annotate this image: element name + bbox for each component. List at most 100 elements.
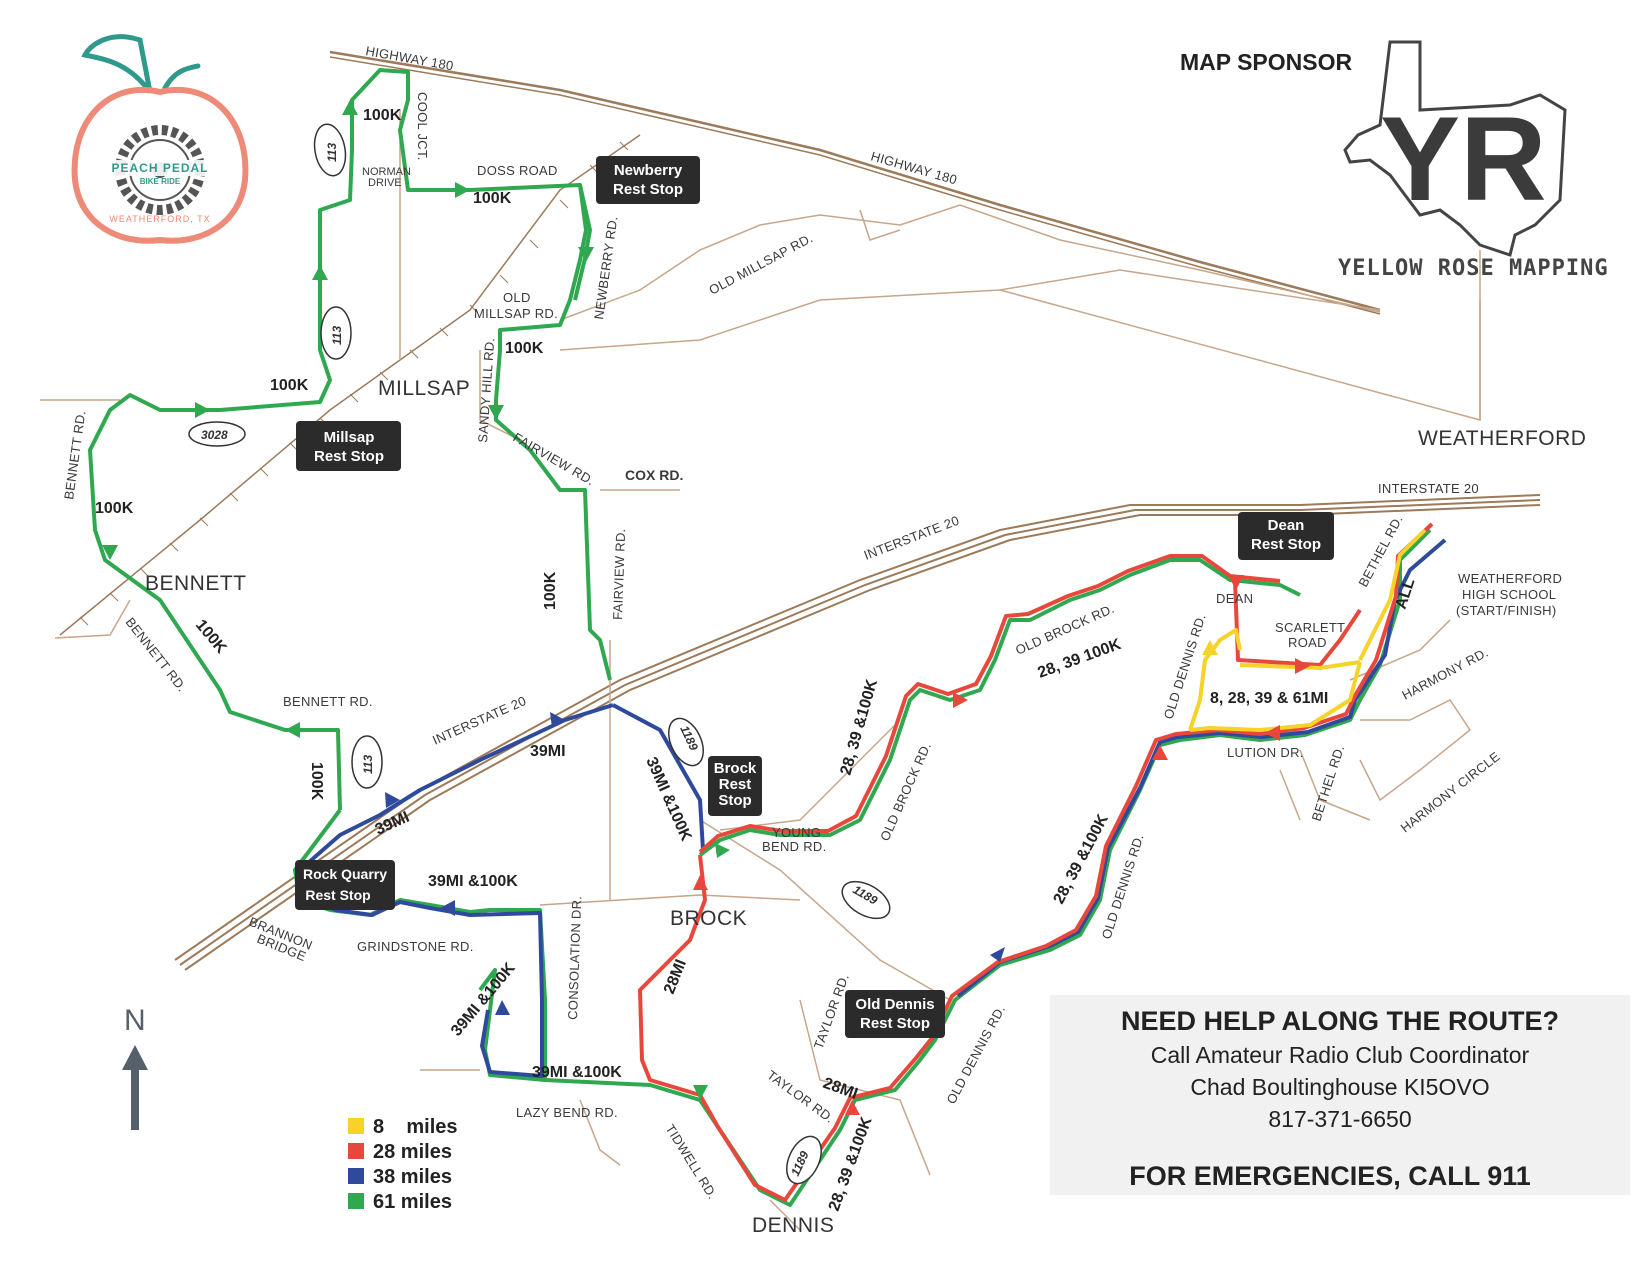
label-grindstone-rd: GRINDSTONE RD. bbox=[357, 939, 474, 954]
town-labels: MILLSAP BENNETT BROCK DENNIS WEATHERFORD… bbox=[145, 377, 1586, 1237]
svg-text:Newberry: Newberry bbox=[614, 162, 683, 179]
svg-text:Dean: Dean bbox=[1268, 517, 1305, 534]
label-young-1: YOUNG bbox=[772, 825, 821, 840]
rest-stop-rock-quarry: Rock Quarry Rest Stop bbox=[295, 860, 395, 910]
legend: 8 miles 28 miles 38 miles 61 miles bbox=[348, 1116, 458, 1213]
route-label-28-39-100k-a: 28, 39 &100K bbox=[838, 677, 882, 777]
label-sandy-hill-rd: SANDY HILL RD. bbox=[475, 337, 497, 443]
shield-113-c: 113 bbox=[361, 755, 375, 774]
shield-113-a: 113 bbox=[325, 143, 339, 162]
route-label-100k-g: 100K bbox=[542, 571, 559, 610]
help-title: NEED HELP ALONG THE ROUTE? bbox=[1121, 1006, 1559, 1036]
help-line1: Call Amateur Radio Club Coordinator bbox=[1151, 1042, 1530, 1068]
label-newberry-rd: NEWBERRY RD. bbox=[591, 215, 620, 320]
label-cool-jct: COOL JCT. bbox=[415, 92, 430, 161]
label-norman-1: NORMAN bbox=[362, 166, 411, 178]
label-harmony-circle: HARMONY CIRCLE bbox=[1398, 749, 1503, 836]
help-line3: 817-371-6650 bbox=[1268, 1106, 1411, 1132]
label-bennett-rd-c: BENNETT RD. bbox=[283, 694, 373, 709]
label-old-dennis-rd-c: OLD DENNIS RD. bbox=[943, 1003, 1008, 1107]
town-millsap: MILLSAP bbox=[378, 377, 470, 400]
route-label-100k-h: 100K bbox=[308, 762, 325, 801]
route-label-100k-c: 100K bbox=[505, 340, 544, 357]
svg-text:Rest Stop: Rest Stop bbox=[860, 1015, 930, 1032]
sponsor-logo-letters: YR bbox=[1380, 92, 1547, 226]
label-old-dennis-rd-a: OLD DENNIS RD. bbox=[1161, 612, 1209, 721]
town-dennis: DENNIS bbox=[752, 1214, 834, 1237]
route-label-100k-d: 100K bbox=[270, 377, 309, 394]
logo-text-mid: BIKE RIDE bbox=[140, 177, 181, 186]
rest-stop-old-dennis: Old Dennis Rest Stop bbox=[845, 990, 945, 1038]
label-bethel-rd-b: BETHEL RD. bbox=[1309, 743, 1348, 823]
shield-3028: 3028 bbox=[201, 428, 228, 442]
highway-shields bbox=[188, 123, 891, 1185]
svg-text:Rest Stop: Rest Stop bbox=[305, 887, 370, 903]
legend-swatch-38 bbox=[348, 1168, 364, 1184]
help-line2: Chad Boultinghouse KI5OVO bbox=[1190, 1074, 1489, 1100]
logo-text-top: PEACH PEDAL bbox=[111, 161, 208, 175]
north-arrow: N bbox=[122, 1004, 148, 1130]
label-lution-dr: LUTION DR. bbox=[1227, 745, 1304, 760]
legend-swatch-8 bbox=[348, 1118, 364, 1134]
town-brock: BROCK bbox=[670, 907, 747, 930]
label-highway180-a: HIGHWAY 180 bbox=[364, 43, 454, 73]
route-arrows bbox=[102, 100, 1310, 1115]
route-label-100k-f: 100K bbox=[192, 617, 230, 658]
legend-label-8: 8 miles bbox=[373, 1116, 458, 1138]
label-scarlett-1: SCARLETT bbox=[1275, 620, 1345, 635]
rest-stop-newberry: Newberry Rest Stop bbox=[596, 156, 700, 204]
route-label-39mi-100k-b: 39MI &100K bbox=[642, 755, 694, 844]
help-emergency: FOR EMERGENCIES, CALL 911 bbox=[1129, 1161, 1531, 1191]
svg-text:Brock: Brock bbox=[714, 760, 757, 777]
compass-label: N bbox=[124, 1004, 146, 1037]
route-label-39mi-100k-d: 39MI &100K bbox=[532, 1064, 622, 1081]
svg-text:Rest: Rest bbox=[719, 776, 752, 793]
sponsor-brand: YELLOW ROSE MAPPING bbox=[1338, 256, 1609, 281]
label-high-school-1: WEATHERFORD bbox=[1458, 571, 1562, 586]
legend-label-61: 61 miles bbox=[373, 1191, 452, 1213]
route-label-39mi-a: 39MI bbox=[530, 743, 566, 760]
legend-swatch-61 bbox=[348, 1193, 364, 1209]
label-lazy-bend-rd: LAZY BEND RD. bbox=[516, 1105, 618, 1120]
north-arrow-icon bbox=[122, 1045, 148, 1130]
legend-label-28: 28 miles bbox=[373, 1141, 452, 1163]
label-tidwell-rd: TIDWELL RD. bbox=[662, 1122, 720, 1202]
town-bennett: BENNETT bbox=[145, 572, 247, 595]
route-label-100k-a: 100K bbox=[363, 107, 402, 124]
label-interstate20-c: INTERSTATE 20 bbox=[1378, 481, 1479, 496]
texas-outline bbox=[1343, 40, 1567, 257]
sponsor-block: MAP SPONSOR YR YELLOW ROSE MAPPING bbox=[1180, 40, 1609, 281]
svg-text:Stop: Stop bbox=[718, 792, 751, 809]
town-weatherford: WEATHERFORD bbox=[1418, 427, 1586, 450]
route-38-miles bbox=[298, 538, 1447, 1078]
svg-text:Rest Stop: Rest Stop bbox=[613, 181, 683, 198]
sponsor-title: MAP SPONSOR bbox=[1180, 49, 1352, 75]
label-old-millsap-1: OLD bbox=[503, 290, 531, 305]
svg-text:Rest Stop: Rest Stop bbox=[314, 448, 384, 465]
label-high-school-2: HIGH SCHOOL bbox=[1462, 587, 1556, 602]
route-label-8-28-39-61: 8, 28, 39 & 61MI bbox=[1210, 690, 1328, 707]
legend-swatch-28 bbox=[348, 1143, 364, 1159]
label-old-millsap-2: MILLSAP RD. bbox=[474, 306, 558, 321]
rest-stop-millsap: Millsap Rest Stop bbox=[296, 421, 401, 471]
label-bennett-rd-a: BENNETT RD. bbox=[61, 409, 88, 500]
label-fairview-rd-b: FAIRVIEW RD. bbox=[610, 528, 628, 620]
label-scarlett-2: ROAD bbox=[1288, 635, 1327, 650]
peach-pedal-logo: PEACH PEDAL BIKE RIDE WEATHERFORD, TX bbox=[71, 34, 249, 244]
rest-stop-brock: Brock Rest Stop bbox=[708, 756, 762, 816]
label-norman-2: DRIVE bbox=[368, 177, 402, 189]
route-label-39mi-100k-a: 39MI &100K bbox=[428, 873, 518, 890]
label-doss-road: DOSS ROAD bbox=[477, 163, 558, 178]
label-high-school-3: (START/FINISH) bbox=[1456, 603, 1557, 618]
svg-text:Rest Stop: Rest Stop bbox=[1251, 536, 1321, 553]
town-dean: DEAN bbox=[1216, 591, 1253, 606]
legend-label-38: 38 miles bbox=[373, 1166, 452, 1188]
svg-text:Rock Quarry: Rock Quarry bbox=[303, 866, 387, 882]
svg-text:Millsap: Millsap bbox=[324, 429, 375, 446]
label-young-2: BEND RD. bbox=[762, 839, 827, 854]
label-cox-rd: COX RD. bbox=[625, 467, 683, 483]
route-label-39mi-b: 39MI bbox=[373, 809, 412, 839]
label-consolation-dr: CONSOLATION DR. bbox=[565, 895, 584, 1020]
route-label-28mi-b: 28MI bbox=[821, 1075, 860, 1103]
